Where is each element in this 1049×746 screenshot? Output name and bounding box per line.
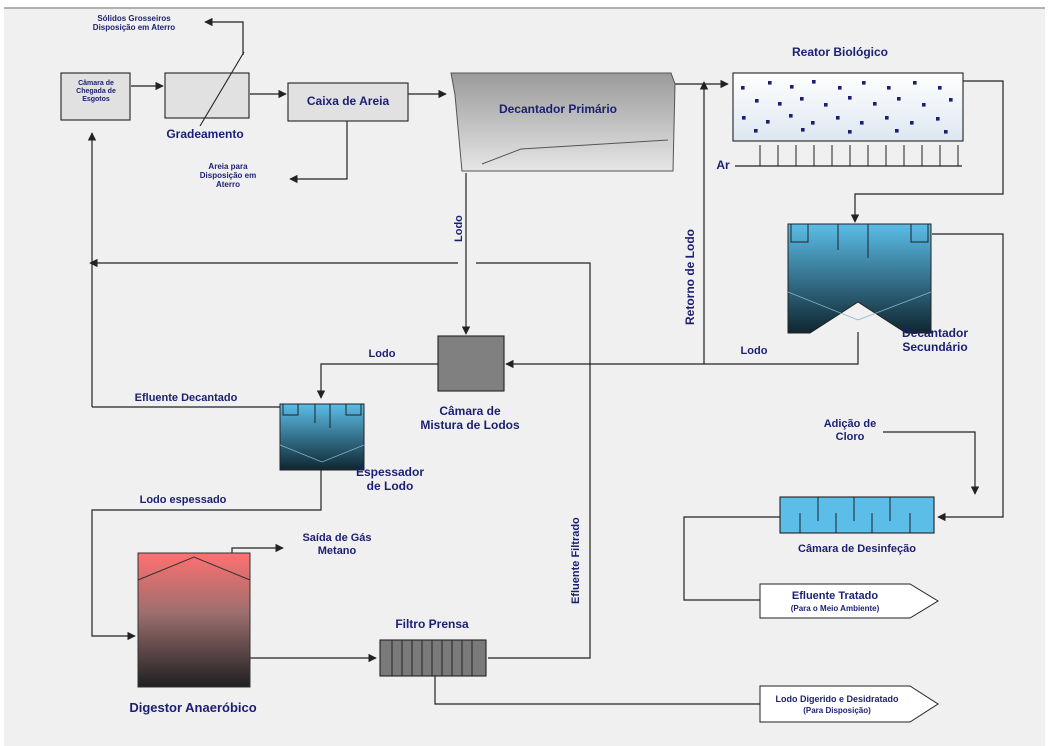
label-lodo-secundario: Lodo	[740, 345, 768, 357]
arrow-areia	[289, 120, 348, 184]
efluente-tratado-output	[759, 583, 939, 619]
secundario-baffles	[790, 224, 929, 258]
arrow-espessador-digestor	[91, 470, 322, 641]
label-efluente-tratado: Efluente Tratado	[791, 590, 879, 602]
caixa-areia-box	[287, 82, 409, 122]
label-filtro-prensa: Filtro Prensa	[395, 617, 469, 631]
label-decantador-primario: Decantador Primário	[498, 102, 618, 116]
label-retorno-lodo: Retorno de Lodo	[683, 229, 697, 325]
label-areia-disposicao: Areia para Disposição em Aterro	[199, 162, 257, 190]
arrow-mistura-espessador	[316, 363, 438, 399]
label-espessador: Espessador de Lodo	[355, 465, 425, 493]
espessador-hopper	[279, 444, 365, 463]
label-caixa-areia: Caixa de Areia	[306, 94, 390, 108]
line-filtro-lodo-digerido	[434, 676, 760, 705]
gradeamento-box	[164, 72, 250, 119]
label-lodo-digerido-sub: (Para Disposição)	[803, 706, 871, 715]
espessador-baffles	[282, 404, 362, 428]
label-adicao-cloro: Adição de Cloro	[823, 418, 877, 443]
camara-chegada-box	[60, 72, 131, 121]
label-efluente-filtrado: Efluente Filtrado	[570, 517, 582, 604]
camara-mistura-box	[437, 335, 505, 392]
line-efluente-filtrado	[476, 262, 591, 659]
label-camara-mistura: Câmara de Mistura de Lodos	[420, 404, 520, 432]
arrow-reator-secundario	[850, 80, 1004, 223]
grade-bar	[199, 51, 245, 127]
desinfeccao-tank	[779, 496, 935, 534]
flow-lines	[87, 17, 1004, 705]
label-decantador-secundario: Decantador Secundário	[901, 326, 969, 354]
label-camara-desinfeccao: Câmara de Desinfeção	[798, 543, 916, 555]
label-gradeamento: Gradeamento	[166, 127, 244, 141]
filtro-prensa-shape	[379, 639, 487, 677]
espessador-shape	[279, 403, 365, 471]
filtro-plates	[391, 640, 473, 676]
arrow-cloro	[883, 431, 980, 495]
label-solidos-grosseiros: Sólidos Grosseiros Disposição em Aterro	[92, 14, 176, 33]
desinfeccao-baffles	[799, 497, 911, 533]
arrow-secundario-mistura	[505, 332, 859, 369]
label-lodo-digerido: Lodo Digerido e Desidratado	[775, 694, 899, 704]
air-bubbles	[741, 80, 953, 134]
label-lodo-espessador: Lodo	[368, 348, 396, 360]
label-efluente-decantado: Efluente Decantado	[134, 392, 238, 404]
label-efluente-tratado-sub: (Para o Meio Ambiente)	[790, 604, 880, 613]
label-lodo-espessado: Lodo espessado	[139, 494, 227, 506]
arrow-secundario-desinfeccao	[932, 233, 1004, 522]
label-camara-chegada: Câmara de Chegada de Esgotos	[76, 80, 116, 104]
label-ar: Ar	[716, 158, 730, 172]
digestor-shape	[137, 552, 251, 688]
arrow-solidos	[204, 17, 244, 55]
label-digestor: Digestor Anaeróbico	[129, 700, 257, 715]
label-saida-gas: Saída de Gás Metano	[302, 532, 372, 557]
digestor-roof	[137, 556, 251, 581]
label-lodo-vertical: Lodo	[453, 215, 465, 242]
decantador-primario-shape	[450, 72, 676, 172]
label-reator-biologico: Reator Biológico	[791, 45, 888, 59]
lodo-digerido-output	[759, 685, 939, 723]
air-diffusers	[759, 145, 959, 166]
primario-sludge-line	[481, 139, 669, 165]
line-efluente-tratado	[683, 516, 780, 601]
secundario-hopper	[787, 291, 932, 321]
